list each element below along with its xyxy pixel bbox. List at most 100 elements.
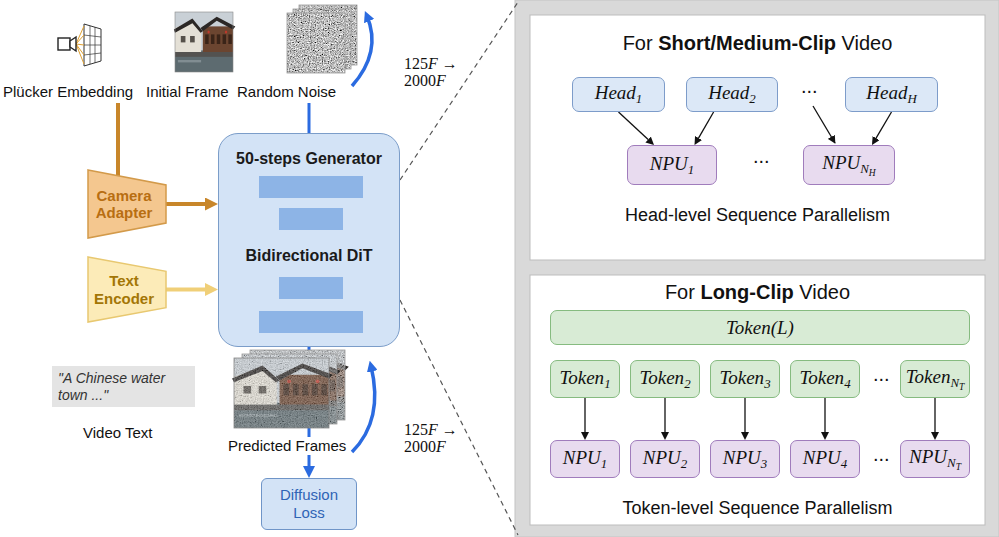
node-text: NPU1	[628, 153, 716, 178]
connector	[584, 398, 585, 432]
text-part: Long-Clip	[700, 281, 793, 303]
caption: Initial Frame	[145, 83, 230, 101]
camera-icon	[76, 44, 84, 64]
text-part: N	[950, 375, 959, 390]
initial-frame-image	[175, 12, 233, 72]
camera-icon	[84, 53, 101, 55]
text-part: 1	[604, 375, 610, 390]
connector	[619, 112, 649, 140]
camera-icon	[76, 26, 84, 64]
zoom-dashed-lines	[400, 2, 518, 180]
token-box: Token4	[790, 360, 860, 398]
panel-box: For Long-Clip VideoToken-level Sequence …	[530, 275, 985, 525]
token-box: Token(L)	[550, 310, 970, 345]
camera-icon	[76, 35, 84, 44]
npu-box: NPUNT	[900, 440, 970, 478]
right-panel-ground	[530, 15, 985, 260]
camera-icon	[95, 27, 96, 63]
node-text: Token4	[791, 367, 859, 392]
text-part: 3	[761, 455, 767, 470]
right-panel-ground	[515, 0, 999, 537]
frame-count: 2000F	[403, 71, 447, 90]
random-noise-image	[287, 13, 345, 73]
node-text: Bidirectional DiT	[219, 247, 399, 265]
token-box: Token2	[630, 360, 700, 398]
dit-layer	[259, 311, 363, 333]
connector	[744, 398, 745, 432]
predicted-frames-image	[234, 358, 329, 428]
head-box: Head1	[572, 77, 665, 112]
node-text: Text Encoder	[92, 272, 156, 307]
npu-box: NPU4	[790, 440, 860, 478]
npu-box: NPU1	[550, 440, 620, 478]
node-text: For Short/Medium-Clip Video	[530, 32, 985, 55]
flow-lines	[352, 16, 372, 86]
npu-box: NPU3	[710, 440, 780, 478]
node-text: Head2	[687, 82, 777, 107]
dit-layer	[279, 208, 343, 230]
generator-box: 50-steps GeneratorBidirectional DiT	[218, 133, 400, 347]
ellipsis: ...	[872, 364, 891, 384]
zoom-dashed-lines	[400, 300, 518, 535]
camera-icon	[58, 24, 101, 66]
text-part: 1	[601, 455, 607, 470]
dit-layer	[259, 176, 363, 198]
text-part: 2	[684, 375, 690, 390]
camera-icon	[84, 35, 101, 37]
node-text: NPU1	[551, 447, 619, 472]
head-box: Head2	[686, 77, 778, 112]
node-text: Token-level Sequence Parallelism	[530, 498, 985, 519]
caption: Plücker Embedding	[2, 83, 134, 101]
node-text: TokenNT	[901, 366, 969, 392]
initial-frame-image	[174, 12, 235, 72]
text-part: F	[436, 438, 446, 455]
text-part: N	[860, 161, 869, 176]
text-part: 1	[636, 91, 642, 106]
random-noise-image	[287, 13, 345, 73]
flow-lines	[308, 103, 311, 134]
predicted-frames-image	[232, 350, 349, 428]
right-panel-ground	[530, 275, 985, 525]
zoom-dashed-lines	[400, 2, 518, 535]
flow-lines	[813, 106, 835, 143]
text-part: 1	[688, 161, 694, 176]
npu-box: NPU1	[627, 145, 717, 185]
node-text: "A Chinese water town ..."	[58, 370, 189, 402]
text-part: T	[959, 382, 964, 392]
node-text: Camera Adapter	[92, 187, 156, 222]
text-part: 3	[764, 375, 770, 390]
caption: Predicted Frames	[227, 437, 347, 455]
node-text: Token1	[551, 367, 619, 392]
camera-icon	[76, 26, 84, 44]
flow-lines	[116, 103, 120, 176]
ellipsis: ...	[872, 444, 891, 464]
text-part: F	[436, 72, 446, 89]
frame-count: 2000F	[403, 437, 447, 456]
node-text: NPU2	[631, 447, 699, 472]
head-box: HeadH	[845, 77, 938, 112]
encoder-block: Text Encoder	[88, 257, 166, 322]
text-part: 2	[749, 91, 755, 106]
text-part: F	[428, 55, 438, 72]
text-part: 2	[681, 455, 687, 470]
connector	[699, 112, 714, 138]
connector	[824, 398, 825, 432]
loss-box: Diffusion Loss	[261, 478, 357, 530]
caption: Video Text	[82, 424, 154, 442]
camera-icon	[84, 24, 101, 66]
text-part: 4	[841, 455, 847, 470]
text-part: T	[956, 462, 961, 472]
text-part: H	[869, 168, 876, 178]
npu-box: NPU2	[630, 440, 700, 478]
caption: Random Noise	[236, 83, 337, 101]
dit-layer	[279, 277, 343, 299]
initial-frame-image	[174, 12, 235, 72]
camera-icon	[58, 38, 70, 50]
predicted-frames-image	[234, 358, 329, 428]
text-part: N	[947, 455, 956, 470]
node-text: Head-level Sequence Parallelism	[530, 205, 985, 226]
camera-icon	[84, 45, 101, 46]
ellipsis: ...	[752, 146, 771, 166]
connector	[166, 202, 205, 206]
text-part: F	[428, 421, 438, 438]
